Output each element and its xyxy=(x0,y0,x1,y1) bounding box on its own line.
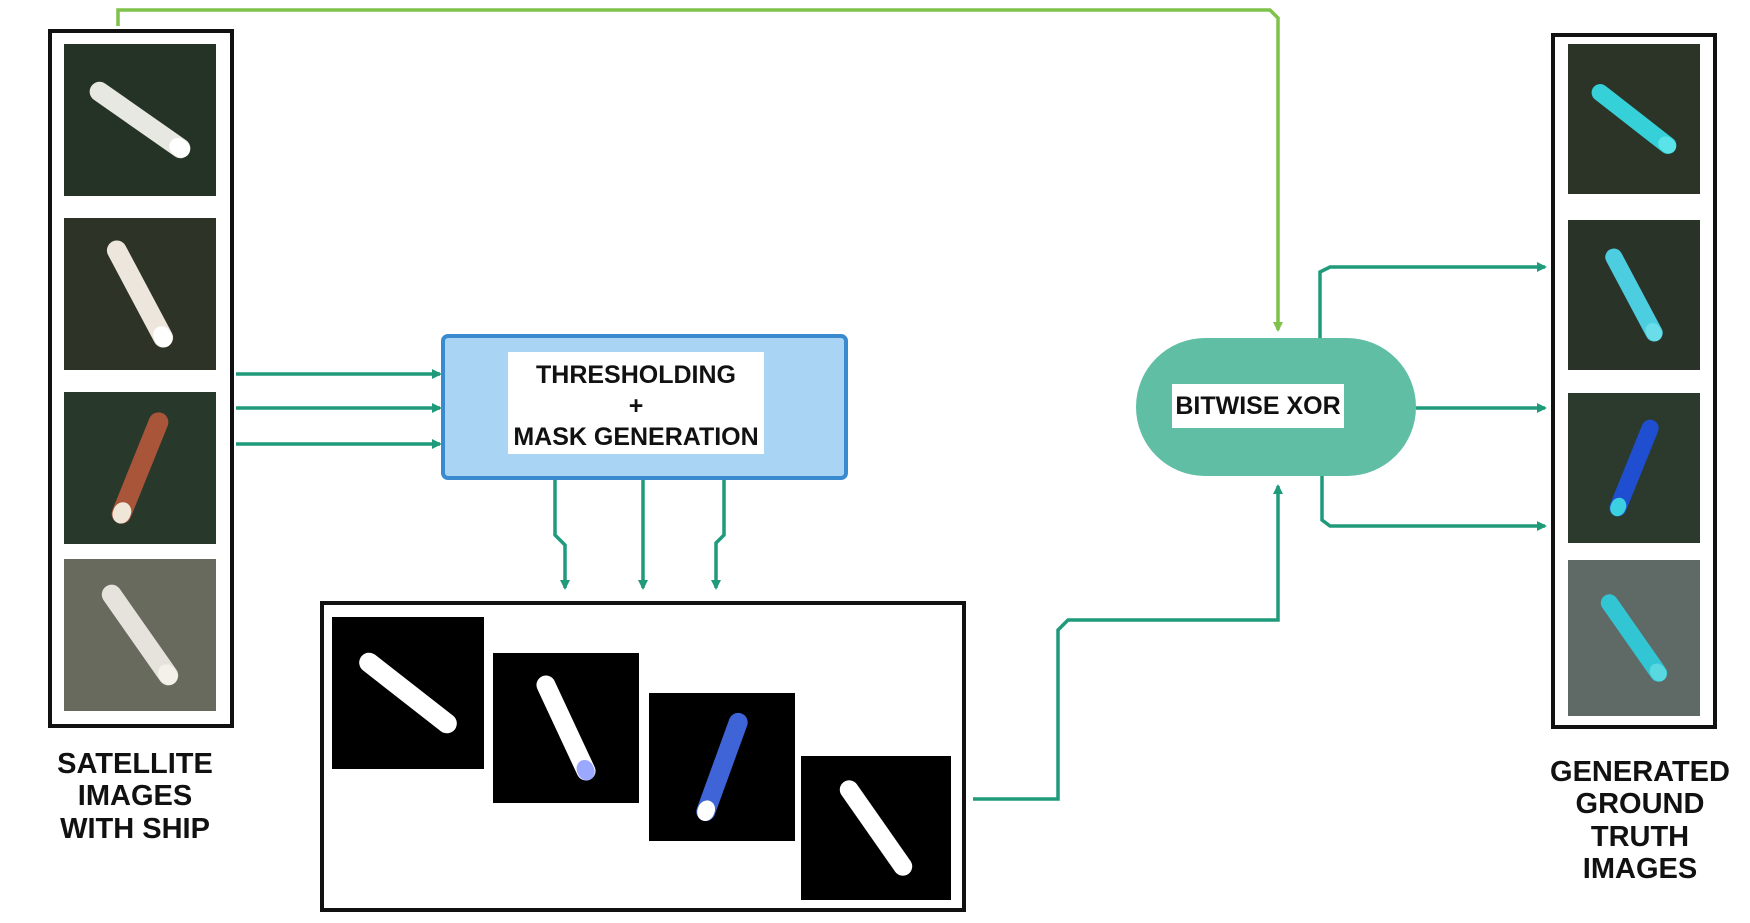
ground-truth-image-3-ship xyxy=(1609,419,1659,517)
mask-image-2-ship xyxy=(536,675,596,781)
mask-to-xor-arrow xyxy=(973,484,1283,801)
satellite-image-2 xyxy=(64,218,216,370)
satellite-images-caption: SATELLITE IMAGES WITH SHIP xyxy=(0,748,270,845)
original-image-feedback-arrow xyxy=(116,8,1283,332)
thresholding-label: THRESHOLDING + MASK GENERATION xyxy=(508,352,764,454)
mask-image-1 xyxy=(332,617,484,769)
satellite-image-1-ship-hull xyxy=(89,81,191,159)
mask-arrow-3 xyxy=(711,480,726,590)
mask-image-set xyxy=(332,617,951,900)
ground-truth-image-1-ship-hull xyxy=(1591,84,1677,154)
mask-image-1-ship-hull xyxy=(359,652,457,734)
ground-truth-caption-line-2: GROUND TRUTH xyxy=(1575,788,1705,853)
mask-image-4-ship xyxy=(839,780,913,876)
ground-truth-caption-line-3: IMAGES xyxy=(1582,853,1698,886)
mask-image-2-ship-bow xyxy=(576,759,595,781)
mask-image-3-ship xyxy=(696,712,748,822)
thresholding-label-line-3: MASK GENERATION xyxy=(513,423,759,451)
satellite-caption-line-1: SATELLITE IMAGES xyxy=(57,748,213,813)
mask-image-4-ship-bow xyxy=(893,855,912,876)
ground-truth-image-4-ship xyxy=(1600,594,1668,682)
ground-truth-image-3-ship-hull xyxy=(1609,419,1659,517)
mask-image-2-ship-hull xyxy=(536,675,596,781)
satellite-image-3-ship-bow xyxy=(112,502,132,524)
ground-truth-image-3 xyxy=(1568,393,1700,543)
satellite-image-4 xyxy=(64,559,216,711)
mask-arrow-1 xyxy=(553,480,570,590)
satellite-image-4-ship-bow xyxy=(157,664,178,686)
mask-image-4 xyxy=(801,756,951,900)
ground-truth-image-4-ship-bow xyxy=(1649,663,1667,682)
ground-truth-image-2-ship xyxy=(1605,248,1663,342)
satellite-image-2-ship xyxy=(106,240,174,348)
ground-truth-image-2 xyxy=(1568,220,1700,370)
satellite-image-3-ship xyxy=(111,412,169,524)
satellite-image-1-ship-bow xyxy=(169,137,191,158)
ground-truth-caption: GENERATED GROUND TRUTH IMAGES xyxy=(1530,756,1750,886)
satellite-caption-line-2: WITH SHIP xyxy=(60,812,210,845)
ground-truth-image-2-ship-bow xyxy=(1645,322,1662,342)
satellite-image-4-ship-hull xyxy=(101,584,179,686)
satellite-image-1 xyxy=(64,44,216,196)
output-arrow-1 xyxy=(1318,262,1547,338)
mask-image-2 xyxy=(493,653,639,803)
mask-image-3 xyxy=(649,693,795,841)
mask-image-4-ship-hull xyxy=(839,780,913,876)
mask-image-3-ship-bow xyxy=(697,800,716,821)
satellite-image-3 xyxy=(64,392,216,544)
ground-truth-image-4 xyxy=(1568,560,1700,716)
mask-image-1-ship xyxy=(359,652,457,734)
satellite-image-2-ship-hull xyxy=(106,240,174,348)
ground-truth-image-2-ship-hull xyxy=(1605,248,1663,342)
mask-image-1-ship-bow xyxy=(435,712,457,733)
ground-truth-caption-line-1: GENERATED xyxy=(1550,756,1730,788)
mask-image-3-ship-hull xyxy=(696,712,748,822)
ground-truth-image-1 xyxy=(1568,44,1700,194)
ground-truth-image-1-ship xyxy=(1591,84,1677,154)
satellite-image-1-ship xyxy=(89,81,191,159)
satellite-image-3-ship-hull xyxy=(111,412,169,524)
ground-truth-image-3-ship-bow xyxy=(1610,497,1627,517)
thresholding-label-line-2: + xyxy=(628,392,644,420)
satellite-image-2-ship-bow xyxy=(153,326,173,348)
ground-truth-image-4-ship-hull xyxy=(1600,594,1668,682)
satellite-image-stack xyxy=(64,44,216,711)
satellite-image-4-ship xyxy=(101,584,179,686)
ground-truth-image-1-ship-bow xyxy=(1658,136,1677,154)
bitwise-xor-label: BITWISE XOR xyxy=(1172,384,1344,428)
thresholding-label-line-1: THRESHOLDING xyxy=(536,361,736,389)
output-arrow-3 xyxy=(1320,476,1547,531)
ground-truth-image-stack xyxy=(1568,44,1700,716)
